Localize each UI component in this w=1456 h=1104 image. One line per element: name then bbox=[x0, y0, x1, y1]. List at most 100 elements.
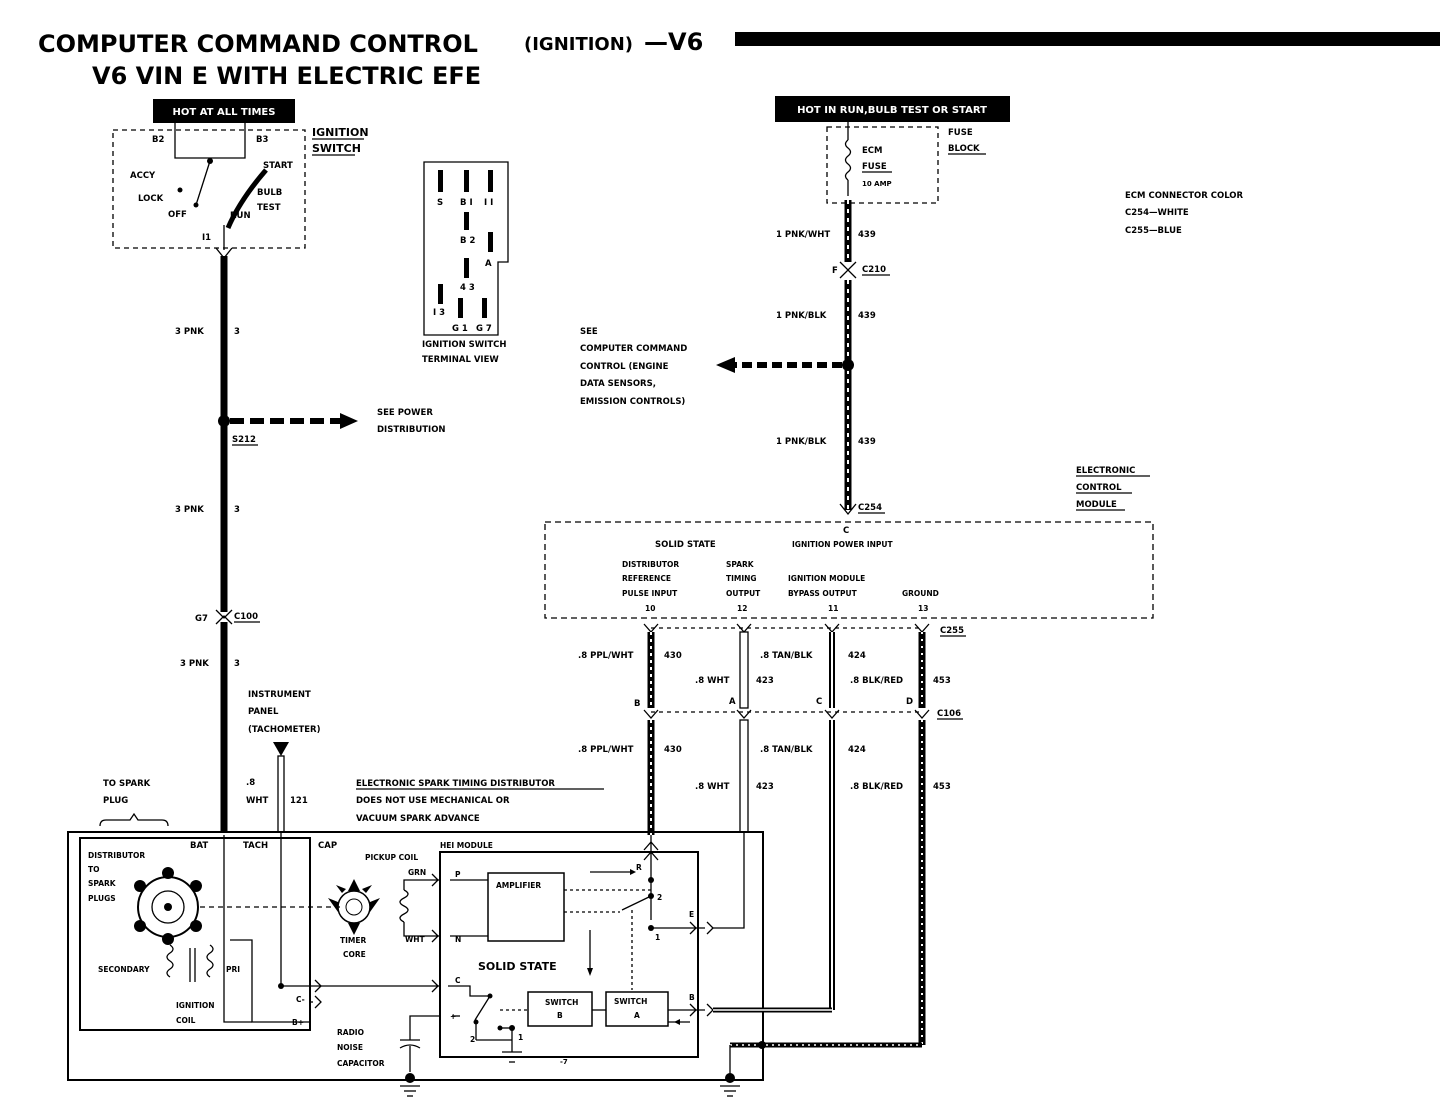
ecm-col1a: DISTRIBUTOR bbox=[622, 560, 679, 569]
tv-g7: G 7 bbox=[476, 324, 492, 334]
ow-tan-blk-1: .8 TAN/BLK bbox=[760, 651, 813, 661]
see-ccc-5: EMISSION CONTROLS) bbox=[580, 397, 685, 407]
ecm-conn-c255: C255—BLUE bbox=[1125, 226, 1182, 236]
ow-blk-red-1: .8 BLK/RED bbox=[850, 676, 903, 686]
fuse-block-label1: FUSE bbox=[948, 128, 973, 138]
tv-b1: B I bbox=[460, 198, 473, 208]
hei-label: HEI MODULE bbox=[440, 841, 493, 850]
ow-424-1: 424 bbox=[848, 651, 866, 661]
ground-icon-hei bbox=[502, 1051, 522, 1063]
ow-423-1: 423 bbox=[756, 676, 774, 686]
amplifier-label: AMPLIFIER bbox=[496, 881, 541, 890]
hei-2b: 2 bbox=[470, 1035, 475, 1044]
tv-caption1: IGNITION SWITCH bbox=[422, 340, 507, 350]
ip-w1: .8 bbox=[246, 778, 255, 788]
switch-a-box bbox=[605, 991, 669, 1027]
ground-icon-main bbox=[720, 1085, 740, 1097]
tv-g1: G 1 bbox=[452, 324, 468, 334]
hei-footnote: -7 bbox=[560, 1058, 568, 1066]
ow-blk-red-2: .8 BLK/RED bbox=[850, 782, 903, 792]
tv-i1: I I bbox=[484, 198, 493, 208]
ow-b: B bbox=[634, 699, 640, 709]
fuse-block-box bbox=[826, 126, 939, 204]
see-power-2: DISTRIBUTION bbox=[377, 425, 446, 435]
hei-r: R bbox=[636, 863, 642, 872]
dist-secondary: SECONDARY bbox=[98, 965, 150, 974]
ecm-label1: ELECTRONIC bbox=[1076, 466, 1135, 476]
ecm-module-box bbox=[544, 521, 1154, 619]
see-ccc-1: SEE bbox=[580, 327, 598, 337]
ecm-col4a: GROUND bbox=[902, 589, 939, 598]
dist-timer-1: TIMER bbox=[340, 936, 366, 945]
switch-a-label1: SWITCH bbox=[614, 997, 647, 1006]
dist-title3: VACUUM SPARK ADVANCE bbox=[356, 814, 480, 824]
wire-121 bbox=[277, 755, 285, 833]
ign-i1: I1 bbox=[202, 233, 211, 243]
ign-run: RUN bbox=[230, 211, 251, 221]
ign-accy: ACCY bbox=[130, 171, 156, 181]
ip-w2: WHT bbox=[246, 796, 268, 806]
switch-b-label2: B bbox=[557, 1011, 563, 1020]
ip-label3: (TACHOMETER) bbox=[248, 725, 321, 735]
timer-core-icon bbox=[328, 879, 380, 935]
ecm-col1c: PULSE INPUT bbox=[622, 589, 678, 598]
ow-ppl-wht-2: .8 PPL/WHT bbox=[578, 745, 634, 755]
tach-arrow bbox=[273, 742, 289, 756]
ecm-col4n: 13 bbox=[918, 604, 928, 613]
g7-label: G7 bbox=[195, 614, 208, 624]
ign-lock: LOCK bbox=[138, 194, 164, 204]
radio-label3: CAPACITOR bbox=[337, 1059, 385, 1068]
hei-1: 1 bbox=[655, 933, 660, 942]
ecm-conn-title: ECM CONNECTOR COLOR bbox=[1125, 191, 1244, 201]
see-ccc-4: DATA SENSORS, bbox=[580, 379, 656, 389]
c255-label: C255 bbox=[940, 626, 964, 636]
ign-b2: B2 bbox=[152, 135, 164, 145]
rw-label2: 1 PNK/BLK bbox=[776, 311, 827, 321]
dist-plugs-4: PLUGS bbox=[88, 894, 116, 903]
ip-121: 121 bbox=[290, 796, 308, 806]
hot-at-all-times-box bbox=[153, 99, 295, 123]
title-bar bbox=[735, 32, 1440, 46]
wire-423-upper bbox=[739, 631, 749, 709]
hot-at-all-times-label: HOT AT ALL TIMES bbox=[173, 107, 276, 118]
see-ccc-3: CONTROL (ENGINE bbox=[580, 362, 669, 372]
dist-cap: CAP bbox=[318, 841, 337, 851]
rw-c254: C254 bbox=[858, 503, 882, 513]
see-power-1: SEE POWER bbox=[377, 408, 433, 418]
hei-e: E bbox=[689, 910, 694, 919]
title-suffix: —V6 bbox=[644, 28, 703, 56]
ecm-c-pin: C bbox=[843, 526, 849, 536]
splice-439 bbox=[842, 359, 854, 371]
hei-plus: + bbox=[450, 1012, 456, 1021]
tv-s: S bbox=[437, 198, 443, 208]
rw-f: F bbox=[832, 266, 838, 276]
switch-b-label1: SWITCH bbox=[545, 998, 578, 1007]
dist-b-plus: B+ bbox=[292, 1018, 304, 1027]
tv-b3: 4 3 bbox=[460, 283, 475, 293]
hot-in-run-box bbox=[775, 96, 1010, 122]
hei-module-box bbox=[439, 851, 699, 1058]
amplifier-box bbox=[487, 872, 565, 942]
primary-coil-icon bbox=[206, 944, 214, 978]
ecm-conn-c254: C254—WHITE bbox=[1125, 208, 1189, 218]
ow-c: C bbox=[816, 697, 822, 707]
hei-c: C bbox=[455, 976, 461, 985]
ecm-col3n: 11 bbox=[828, 604, 838, 613]
ground-icon-capacitor bbox=[400, 1085, 420, 1097]
fuse-fuse: FUSE bbox=[862, 162, 887, 172]
wire-423-lower bbox=[739, 719, 749, 833]
title-line2: V6 VIN E WITH ELECTRIC EFE bbox=[92, 62, 481, 90]
ecm-label3: MODULE bbox=[1076, 500, 1117, 510]
dist-plugs-2: TO bbox=[88, 865, 100, 874]
coil-cap-box bbox=[79, 837, 311, 1031]
rw-label3: 1 PNK/BLK bbox=[776, 437, 827, 447]
left-wire-label3: 3 PNK bbox=[180, 659, 209, 669]
dist-bat: BAT bbox=[190, 841, 208, 851]
terminal-view-outline bbox=[423, 161, 509, 336]
dist-c-minus: C- bbox=[296, 995, 305, 1004]
dist-grn: GRN bbox=[408, 868, 426, 877]
ecm-label2: CONTROL bbox=[1076, 483, 1122, 493]
rw-label1: 1 PNK/WHT bbox=[776, 230, 830, 240]
splice-label: S212 bbox=[232, 435, 256, 445]
